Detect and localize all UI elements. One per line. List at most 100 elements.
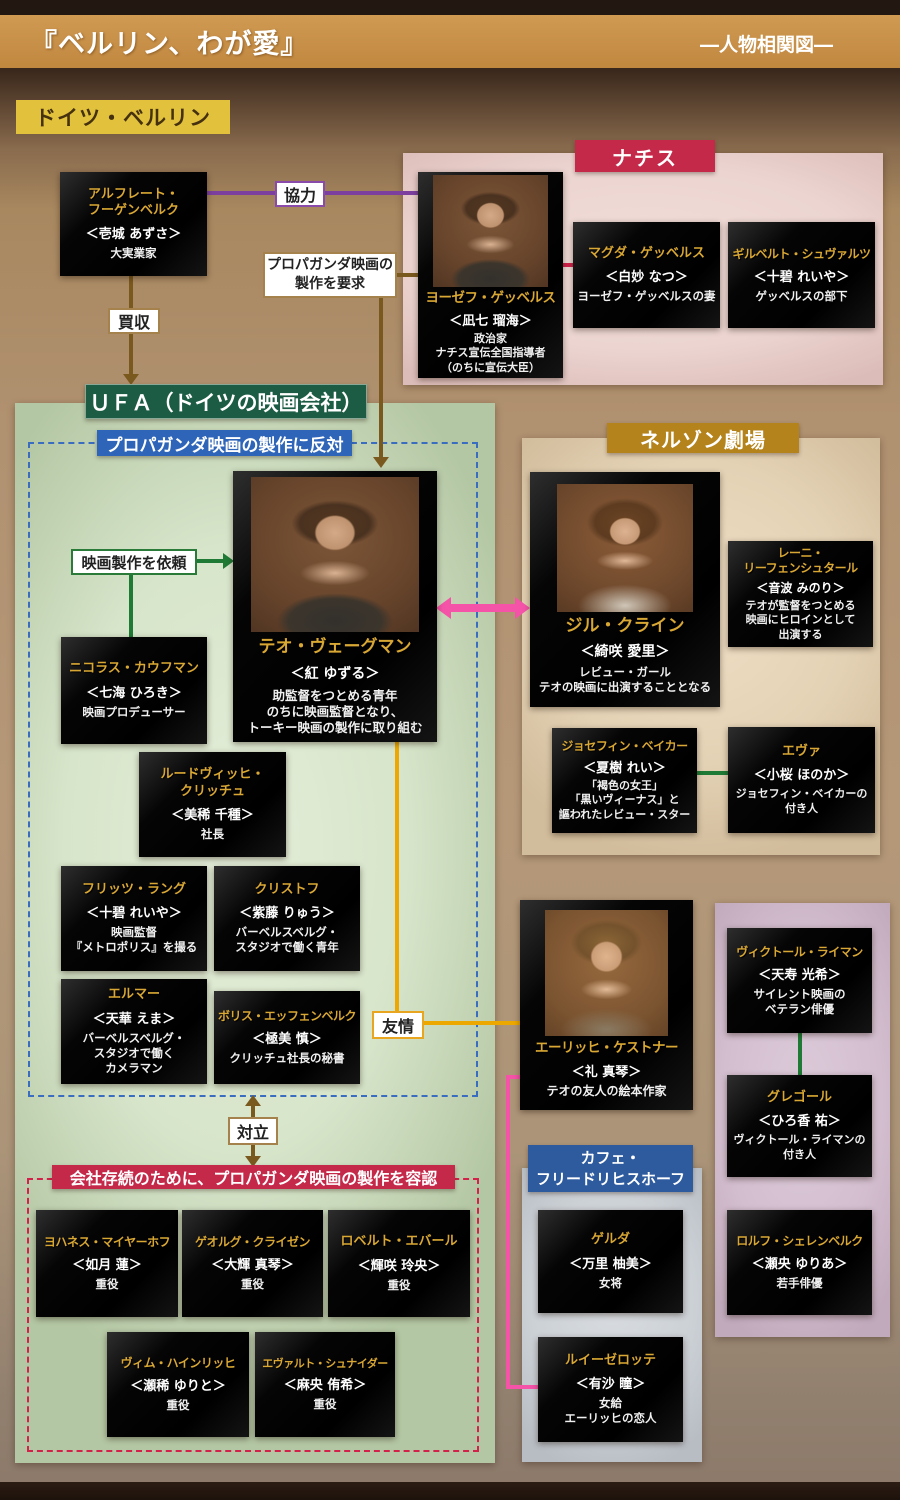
character-description: テオの友人の絵本作家 <box>546 1084 667 1099</box>
relation-label-cooperation: 協力 <box>275 181 325 207</box>
bottom-border-bar <box>0 1482 900 1500</box>
character-description: 重役 <box>387 1277 411 1292</box>
actor-name: ＜凪七 瑠海＞ <box>449 314 532 329</box>
character-description: ヨーゼフ・ゲッベルスの妻 <box>577 289 716 304</box>
actor-name: ＜夏樹 れい＞ <box>583 761 666 777</box>
actor-name: ＜有沙 瞳＞ <box>575 1377 646 1393</box>
character-description: サイレント映画の ベテラン俳優 <box>753 986 846 1016</box>
actor-name: ＜十碧 れいや＞ <box>86 906 182 922</box>
character-card-rolf: ロルフ・シェレンベルク ＜瀬央 ゆりあ＞ 若手俳優 <box>727 1210 872 1315</box>
character-description: 「褐色の女王」 「黒いヴィーナス」と 謳われたレビュー・スター <box>558 779 691 821</box>
character-name: ニコラス・カウフマン <box>69 661 199 677</box>
character-card-victor: ヴィクトール・ライマン ＜天寿 光希＞ サイレント映画の ベテラン俳優 <box>727 928 872 1033</box>
character-description: ヴィクトール・ライマンの 付き人 <box>733 1133 866 1161</box>
actor-name: ＜紅 ゆずる＞ <box>290 665 380 682</box>
character-card-wim: ヴィム・ハインリッヒ ＜瀬稀 ゆりと＞ 重役 <box>107 1332 249 1437</box>
character-card-gilbert: ギルベルト・シュヴァルツ ＜十碧 れいや＞ ゲッベルスの部下 <box>728 222 875 328</box>
character-name: エルマー <box>107 987 160 1003</box>
page-title: 『ベルリン、わが愛』 <box>30 29 309 60</box>
character-description: 重役 <box>241 1277 264 1292</box>
arrow-up-icon <box>245 1095 261 1106</box>
title-bar <box>0 15 900 68</box>
character-name: ヨーゼフ・ゲッベルス <box>425 290 557 307</box>
relation-label-buyout: 買収 <box>108 308 160 334</box>
character-description: クリッチュ社長の秘書 <box>229 1051 345 1066</box>
character-description: 大実業家 <box>110 246 157 261</box>
character-description: ジョセフィン・ベイカーの 付き人 <box>735 787 868 815</box>
character-name: クリストフ <box>254 881 320 897</box>
character-card-fritz: フリッツ・ラング ＜十碧 れいや＞ 映画監督 『メトロポリス』を撮る <box>61 866 207 971</box>
character-name: ゲルダ <box>590 1232 630 1248</box>
character-card-robert: ロベルト・エバール ＜輝咲 玲央＞ 重役 <box>328 1210 470 1317</box>
actor-name: ＜輝咲 玲央＞ <box>357 1258 441 1274</box>
character-name: ギルベルト・シュヴァルツ <box>732 246 871 261</box>
actor-name: ＜礼 真琴＞ <box>571 1065 642 1081</box>
line-theo-jill <box>450 604 517 612</box>
banner-approve-propaganda: 会社存続のために、プロパガンダ映画の製作を容認 <box>52 1165 455 1189</box>
arrow-down-icon <box>123 374 139 385</box>
banner-oppose-propaganda: プロパガンダ映画の製作に反対 <box>97 430 352 456</box>
character-name: テオ・ヴェーグマン <box>258 636 412 657</box>
actor-name: ＜瀬央 ゆりあ＞ <box>751 1257 848 1273</box>
line-goebbels-magda <box>563 263 573 267</box>
arrow-right-icon <box>223 553 234 569</box>
location-label: ドイツ・ベルリン <box>16 100 230 134</box>
character-description: ゲッベルスの部下 <box>755 288 848 303</box>
character-card-luiselotte: ルイーゼロッテ ＜有沙 瞳＞ 女給 エーリッヒの恋人 <box>538 1337 683 1442</box>
actor-name: ＜美稀 千種＞ <box>171 807 254 823</box>
character-card-magda: マグダ・ゲッベルス ＜白妙 なつ＞ ヨーゼフ・ゲッベルスの妻 <box>573 222 720 328</box>
character-name: ロルフ・シェレンベルク <box>736 1234 863 1249</box>
character-card-leni: レーニ・ リーフェンシュタール ＜音波 みのり＞ テオが監督をつとめる 映画にヒ… <box>728 541 873 647</box>
actor-name: ＜大輝 真琴＞ <box>211 1258 294 1274</box>
top-border-bar <box>0 0 900 15</box>
character-name: ルイーゼロッテ <box>564 1352 656 1368</box>
actor-name: ＜万里 柚美＞ <box>569 1256 652 1272</box>
arrow-left-icon <box>436 597 451 619</box>
character-card-erich: エーリッヒ・ケストナー ＜礼 真琴＞ テオの友人の絵本作家 <box>520 900 693 1110</box>
actor-name: ＜ひろ香 祐＞ <box>758 1114 841 1130</box>
character-card-gregor: グレゴール ＜ひろ香 祐＞ ヴィクトール・ライマンの 付き人 <box>727 1075 872 1177</box>
actor-name: ＜十碧 れいや＞ <box>753 269 850 285</box>
page-subtitle: ―人物相関図― <box>700 34 834 56</box>
character-card-georg: ゲオルグ・クライゼン ＜大輝 真琴＞ 重役 <box>182 1210 323 1317</box>
line-erich-luiselotte-1 <box>506 1075 520 1079</box>
line-request-horizontal <box>197 559 225 563</box>
character-name: ゲオルグ・クライゼン <box>194 1235 311 1250</box>
relation-label-demand: プロパガンダ映画の 製作を要求 <box>263 252 397 298</box>
character-name: ロベルト・エバール <box>340 1234 458 1250</box>
character-card-christoph: クリストフ ＜紫藤 りゅう＞ バーベルスベルグ・ スタジオで働く青年 <box>214 866 360 971</box>
character-description: 女給 エーリッヒの恋人 <box>564 1396 657 1426</box>
relation-label-conflict: 対立 <box>228 1117 278 1145</box>
actor-name: ＜白妙 なつ＞ <box>605 270 688 286</box>
actor-name: ＜七海 ひろき＞ <box>86 685 182 701</box>
character-description: 社長 <box>201 826 224 841</box>
section-label-cafe: カフェ・ フリードリヒスホーフ <box>528 1145 693 1192</box>
character-name: ボリス・エッフェンベルク <box>218 1009 357 1024</box>
actor-name: ＜紫藤 りゅう＞ <box>239 906 335 922</box>
actor-name: ＜壱城 あずさ＞ <box>85 227 182 243</box>
photo-goebbels <box>433 175 548 288</box>
actor-name: ＜天寿 光希＞ <box>758 967 841 983</box>
character-description: 助監督をつとめる青年 のちに映画監督となり、 トーキー映画の製作に取り組む <box>247 687 423 736</box>
photo-erich <box>545 910 668 1037</box>
character-description: 重役 <box>166 1398 190 1413</box>
character-name: ヨハネス・マイヤーホフ <box>43 1235 171 1250</box>
character-card-josephine: ジョセフィン・ベイカー ＜夏樹 れい＞ 「褐色の女王」 「黒いヴィーナス」と 謳… <box>552 728 697 833</box>
line-demand-vertical <box>379 298 383 458</box>
character-name: エヴァルト・シュナイダー <box>262 1356 388 1370</box>
actor-name: ＜綺咲 愛里＞ <box>580 644 670 661</box>
actor-name: ＜極美 慎＞ <box>252 1032 322 1048</box>
character-description: レビュー・ガール テオの映画に出演することとなる <box>538 665 712 695</box>
character-description: 映画監督 『メトロポリス』を撮る <box>70 925 198 955</box>
character-description: バーベルスベルグ・ スタジオで働く カメラマン <box>82 1030 186 1075</box>
character-description: テオが監督をつとめる 映画にヒロインとして 出演する <box>745 599 856 641</box>
relation-label-request: 映画製作を依頼 <box>71 549 197 575</box>
character-card-ewald: エヴァルト・シュナイダー ＜麻央 侑希＞ 重役 <box>255 1332 395 1437</box>
actor-name: ＜麻央 侑希＞ <box>283 1378 367 1394</box>
relation-label-friendship: 友情 <box>372 1011 424 1039</box>
character-name: グレゴール <box>766 1090 832 1106</box>
character-description: 映画プロデューサー <box>82 704 186 719</box>
character-name: ヴィム・ハインリッヒ <box>120 1356 236 1371</box>
character-description: 若手俳優 <box>776 1276 823 1291</box>
line-friendship-horizontal <box>424 1021 520 1025</box>
